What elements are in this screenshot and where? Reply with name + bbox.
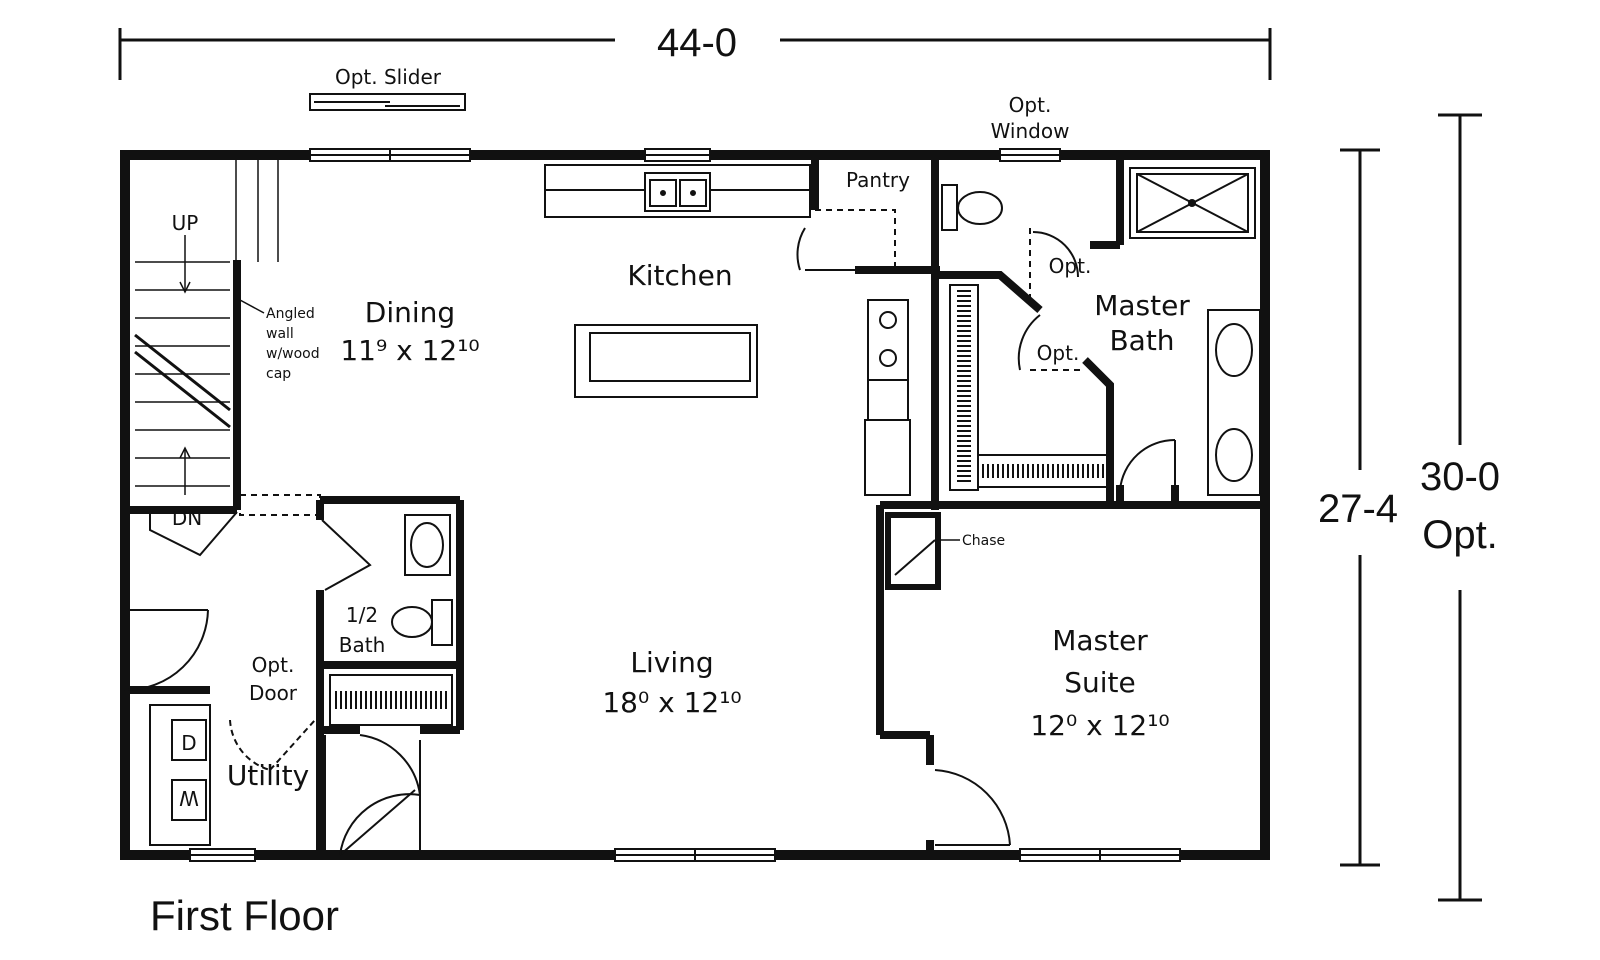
living-label: Living: [630, 646, 713, 679]
plan-title: First Floor: [150, 892, 339, 939]
toilet-icon: [941, 184, 1003, 231]
stairs-up-label: UP: [172, 211, 199, 235]
master-bath-label-line-2: Bath: [1109, 324, 1174, 357]
dining-size: 11⁹ x 12¹⁰: [340, 334, 479, 367]
width-dimension-label: 44-0: [657, 21, 737, 65]
closet-doors: [324, 734, 421, 856]
range-icon: [864, 299, 911, 496]
half-bath-label-line-1: 1/2: [346, 603, 378, 627]
opt-label-lower: Opt.: [1037, 341, 1080, 365]
opt-window: [999, 148, 1061, 162]
opt-door-label-line-2: Door: [249, 681, 298, 705]
width-dimension: [118, 28, 1272, 80]
chase-label: Chase: [962, 533, 1005, 549]
utility-label: Utility: [227, 759, 309, 792]
angled-wall-line-2: wall: [266, 326, 294, 342]
closet-shelving: [949, 284, 1109, 491]
master-bath-doors: [1017, 231, 1176, 491]
depth-dimension: [1340, 148, 1380, 867]
kitchen-label: Kitchen: [627, 259, 732, 292]
utility-door: [229, 719, 316, 771]
opt-slider-symbol: [309, 93, 466, 111]
optional-depth-label: 30-0: [1420, 455, 1500, 499]
entry-door: [124, 609, 209, 692]
vanity-icon: [1207, 309, 1261, 496]
depth-dimension-label: 27-4: [1318, 487, 1398, 531]
half-bath-fixtures: [321, 514, 453, 646]
half-bath-label-line-2: Bath: [339, 633, 386, 657]
optional-depth-suffix: Opt.: [1422, 513, 1498, 557]
windows: [189, 148, 1181, 862]
living-window: [614, 848, 776, 862]
master-suite-size: 12⁰ x 12¹⁰: [1030, 709, 1169, 742]
angled-wall-note: Angled wall w/wood cap: [239, 299, 320, 382]
opt-door-label-line-1: Opt.: [252, 653, 295, 677]
dining-label: Dining: [365, 296, 455, 329]
master-suite-label-line-2: Suite: [1064, 666, 1136, 699]
washer-label: W: [179, 786, 199, 810]
stairs-down-landing: [149, 511, 238, 557]
opt-window-label-line-1: Opt.: [1009, 93, 1052, 117]
washer-dryer: [149, 704, 211, 846]
opt-label-upper: Opt.: [1049, 254, 1092, 278]
kitchen-window: [644, 148, 711, 162]
kitchen-sink-icon: [644, 172, 711, 212]
opt-window-label-line-2: Window: [991, 119, 1070, 143]
pantry-label: Pantry: [846, 168, 910, 192]
kitchen-island: [574, 324, 758, 398]
opt-slider-label: Opt. Slider: [335, 65, 442, 89]
angled-wall-line-4: cap: [266, 366, 291, 382]
master-suite-window: [1019, 848, 1181, 862]
living-size: 18⁰ x 12¹⁰: [602, 686, 741, 719]
dryer-label: D: [181, 731, 196, 755]
pantry-door: [796, 227, 860, 271]
master-suite-label-line-1: Master: [1052, 624, 1148, 657]
shower-icon: [1129, 167, 1256, 239]
hall-closet: [329, 674, 453, 726]
utility-window: [189, 848, 256, 862]
master-suite-door: [934, 769, 1011, 846]
dining-window: [309, 148, 471, 162]
optional-openings: [239, 209, 1085, 516]
angled-wall-line-1: Angled: [266, 306, 315, 322]
stairs-down-label: DN: [172, 506, 202, 530]
interior-walls: [121, 160, 1265, 855]
master-bath-label-line-1: Master: [1094, 289, 1190, 322]
optional-depth-dimension: [1438, 113, 1482, 902]
stairs: [134, 160, 279, 495]
angled-wall-line-3: w/wood: [266, 346, 320, 362]
